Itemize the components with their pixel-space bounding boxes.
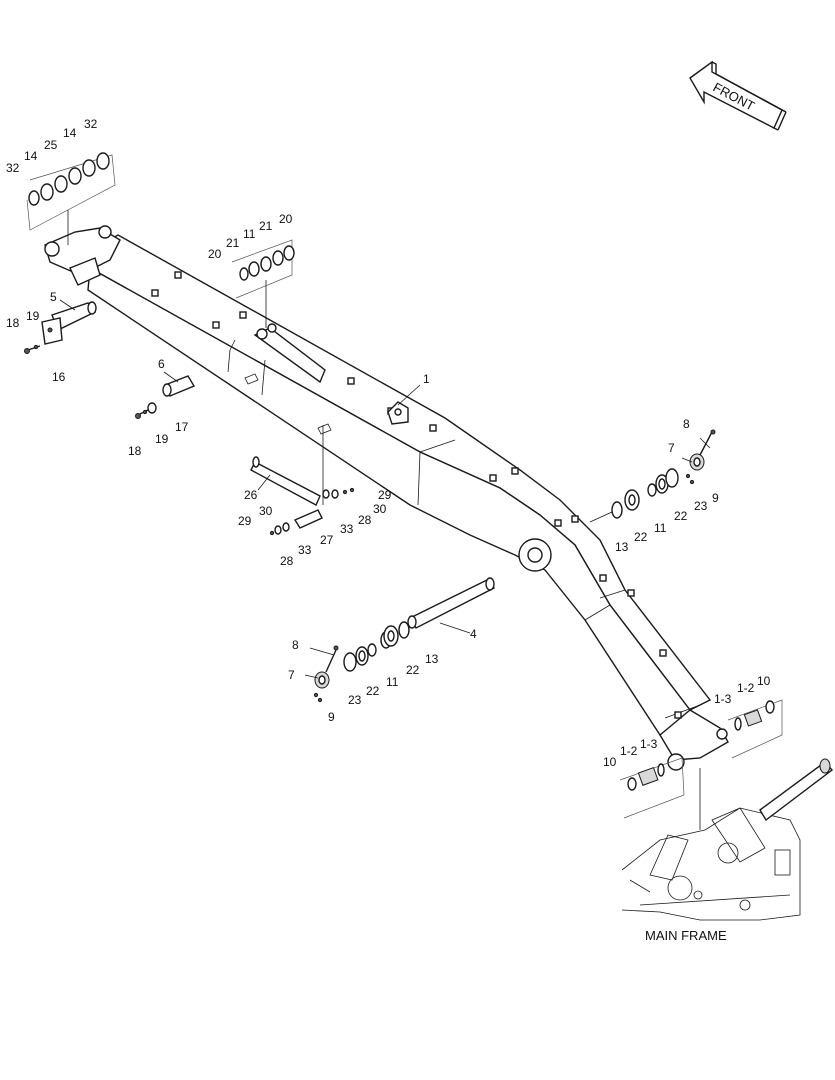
callout-14: 14 [24,149,38,163]
callout-1-3: 1-3 [640,737,658,751]
callout-16: 16 [52,370,66,384]
callout-23: 23 [694,499,708,513]
callout-10: 10 [757,674,771,688]
callout-30: 30 [259,504,273,518]
callout-8: 8 [292,638,299,652]
main-frame-label: MAIN FRAME [645,928,727,943]
callout-19: 19 [155,432,169,446]
front-direction-arrow: FRONT [689,60,787,131]
callout-23: 23 [348,693,362,707]
callout-21: 21 [259,219,273,233]
bushing-set-right [727,699,783,759]
callout-10: 10 [603,755,617,769]
callout-22: 22 [674,509,688,523]
callout-26: 26 [244,488,258,502]
callout-14: 14 [63,126,77,140]
pin-26 [250,456,355,506]
callout-20: 20 [279,212,293,226]
callout-22: 22 [406,663,420,677]
callout-1: 1 [423,372,430,386]
callout-33: 33 [298,543,312,557]
callout-21: 21 [226,236,240,250]
callout-32: 32 [6,161,20,175]
callout-33: 33 [340,522,354,536]
washer-set-lower [313,621,410,703]
callout-5: 5 [50,290,57,304]
callout-27: 27 [320,533,334,547]
callout-9: 9 [712,491,719,505]
main-frame-illustration [621,758,834,921]
callout-11: 11 [386,675,399,689]
callout-28: 28 [358,513,372,527]
callout-20: 20 [208,247,222,261]
callout-leaders [59,299,711,679]
callout-18: 18 [128,444,142,458]
callout-7: 7 [668,441,675,455]
washer-stack-top-center [231,239,295,328]
callout-11: 11 [243,227,256,241]
callout-28: 28 [280,554,294,568]
callout-18: 18 [6,316,20,330]
callout-13: 13 [615,540,629,554]
pin-27 [269,509,323,536]
callout-6: 6 [158,357,165,371]
callout-22: 22 [634,530,648,544]
callout-4: 4 [470,627,477,641]
callout-7: 7 [288,668,295,682]
callout-8: 8 [683,417,690,431]
washer-set-upper-right [589,429,716,523]
callout-17: 17 [175,420,189,434]
callout-29: 29 [378,488,392,502]
bushing-set-left [619,757,701,830]
callout-labels: 32 14 25 14 32 20 21 11 21 20 5 18 19 16… [6,117,771,769]
callout-32: 32 [84,117,98,131]
callout-1-2: 1-2 [620,744,638,758]
boom-body [44,225,729,771]
pin-5 [24,301,97,354]
callout-22: 22 [366,684,380,698]
callout-13: 13 [425,652,439,666]
callout-30: 30 [373,502,387,516]
callout-19: 19 [26,309,40,323]
callout-1-2: 1-2 [737,681,755,695]
pin-6 [135,375,196,419]
washer-stack-top-left [26,152,116,245]
callout-11: 11 [654,521,667,535]
callout-9: 9 [328,710,335,724]
callout-25: 25 [44,138,58,152]
pin-4 [407,577,496,629]
callout-29: 29 [238,514,252,528]
callout-1-3: 1-3 [714,692,732,706]
